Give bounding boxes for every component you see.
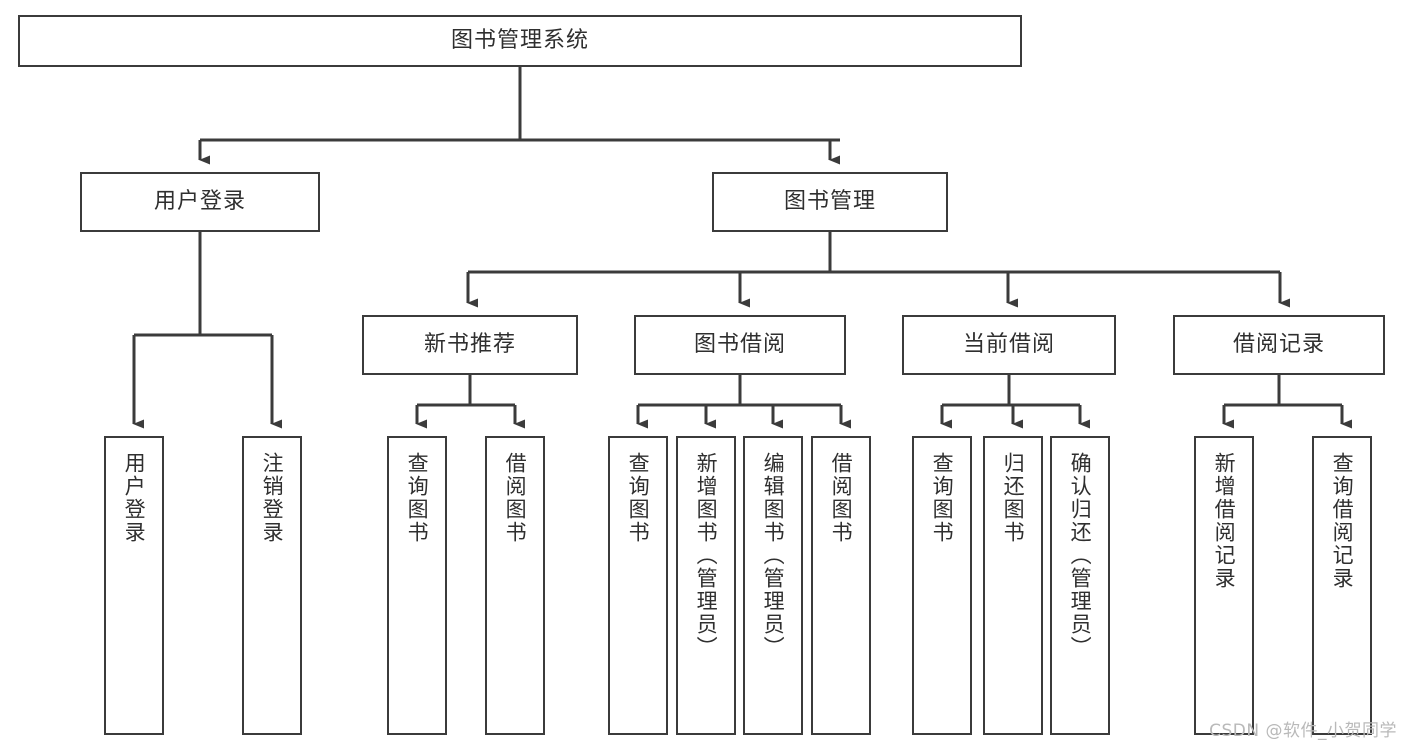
watermark-text: CSDN @软件_小贺同学 <box>1209 721 1397 741</box>
node-leaf-query-book-2[interactable]: 查询图书 <box>608 436 668 735</box>
node-leaf-edit-book-label: 编辑图书（管理员） <box>761 452 786 659</box>
node-leaf-query-record-label: 查询借阅记录 <box>1330 452 1355 590</box>
node-new-book-recommend-label: 新书推荐 <box>423 331 516 357</box>
node-leaf-add-record[interactable]: 新增借阅记录 <box>1194 436 1254 735</box>
node-leaf-confirm-return[interactable]: 确认归还（管理员） <box>1050 436 1110 735</box>
node-borrow-record[interactable]: 借阅记录 <box>1173 315 1385 375</box>
node-new-book-recommend[interactable]: 新书推荐 <box>362 315 578 375</box>
node-leaf-add-book-label: 新增图书（管理员） <box>694 452 719 659</box>
node-current-borrow-label: 当前借阅 <box>962 331 1055 357</box>
node-current-borrow[interactable]: 当前借阅 <box>902 315 1116 375</box>
node-leaf-query-book-2-label: 查询图书 <box>626 452 651 544</box>
node-leaf-query-book-1-label: 查询图书 <box>405 452 430 544</box>
node-leaf-user-logout[interactable]: 注销登录 <box>242 436 302 735</box>
node-leaf-confirm-return-label: 确认归还（管理员） <box>1068 452 1093 659</box>
node-leaf-add-book[interactable]: 新增图书（管理员） <box>676 436 736 735</box>
node-leaf-return-book[interactable]: 归还图书 <box>983 436 1043 735</box>
node-book-borrow-label: 图书借阅 <box>693 331 786 357</box>
node-user-login[interactable]: 用户登录 <box>80 172 320 232</box>
node-leaf-borrow-book-1[interactable]: 借阅图书 <box>485 436 545 735</box>
node-user-login-label: 用户登录 <box>153 188 246 214</box>
node-leaf-borrow-book-1-label: 借阅图书 <box>503 452 528 544</box>
node-leaf-user-logout-label: 注销登录 <box>260 452 285 544</box>
node-root-label: 图书管理系统 <box>450 27 589 53</box>
node-leaf-return-book-label: 归还图书 <box>1001 452 1026 544</box>
node-root[interactable]: 图书管理系统 <box>18 15 1022 67</box>
node-borrow-record-label: 借阅记录 <box>1232 331 1325 357</box>
node-leaf-borrow-book-2[interactable]: 借阅图书 <box>811 436 871 735</box>
node-book-manage[interactable]: 图书管理 <box>712 172 948 232</box>
node-book-borrow[interactable]: 图书借阅 <box>634 315 846 375</box>
node-leaf-query-book-3[interactable]: 查询图书 <box>912 436 972 735</box>
node-leaf-add-record-label: 新增借阅记录 <box>1212 452 1237 590</box>
node-leaf-query-record[interactable]: 查询借阅记录 <box>1312 436 1372 735</box>
node-leaf-edit-book[interactable]: 编辑图书（管理员） <box>743 436 803 735</box>
node-leaf-user-login[interactable]: 用户登录 <box>104 436 164 735</box>
node-leaf-query-book-3-label: 查询图书 <box>930 452 955 544</box>
node-leaf-query-book-1[interactable]: 查询图书 <box>387 436 447 735</box>
node-leaf-user-login-label: 用户登录 <box>122 452 147 544</box>
node-book-manage-label: 图书管理 <box>783 188 876 214</box>
node-leaf-borrow-book-2-label: 借阅图书 <box>829 452 854 544</box>
